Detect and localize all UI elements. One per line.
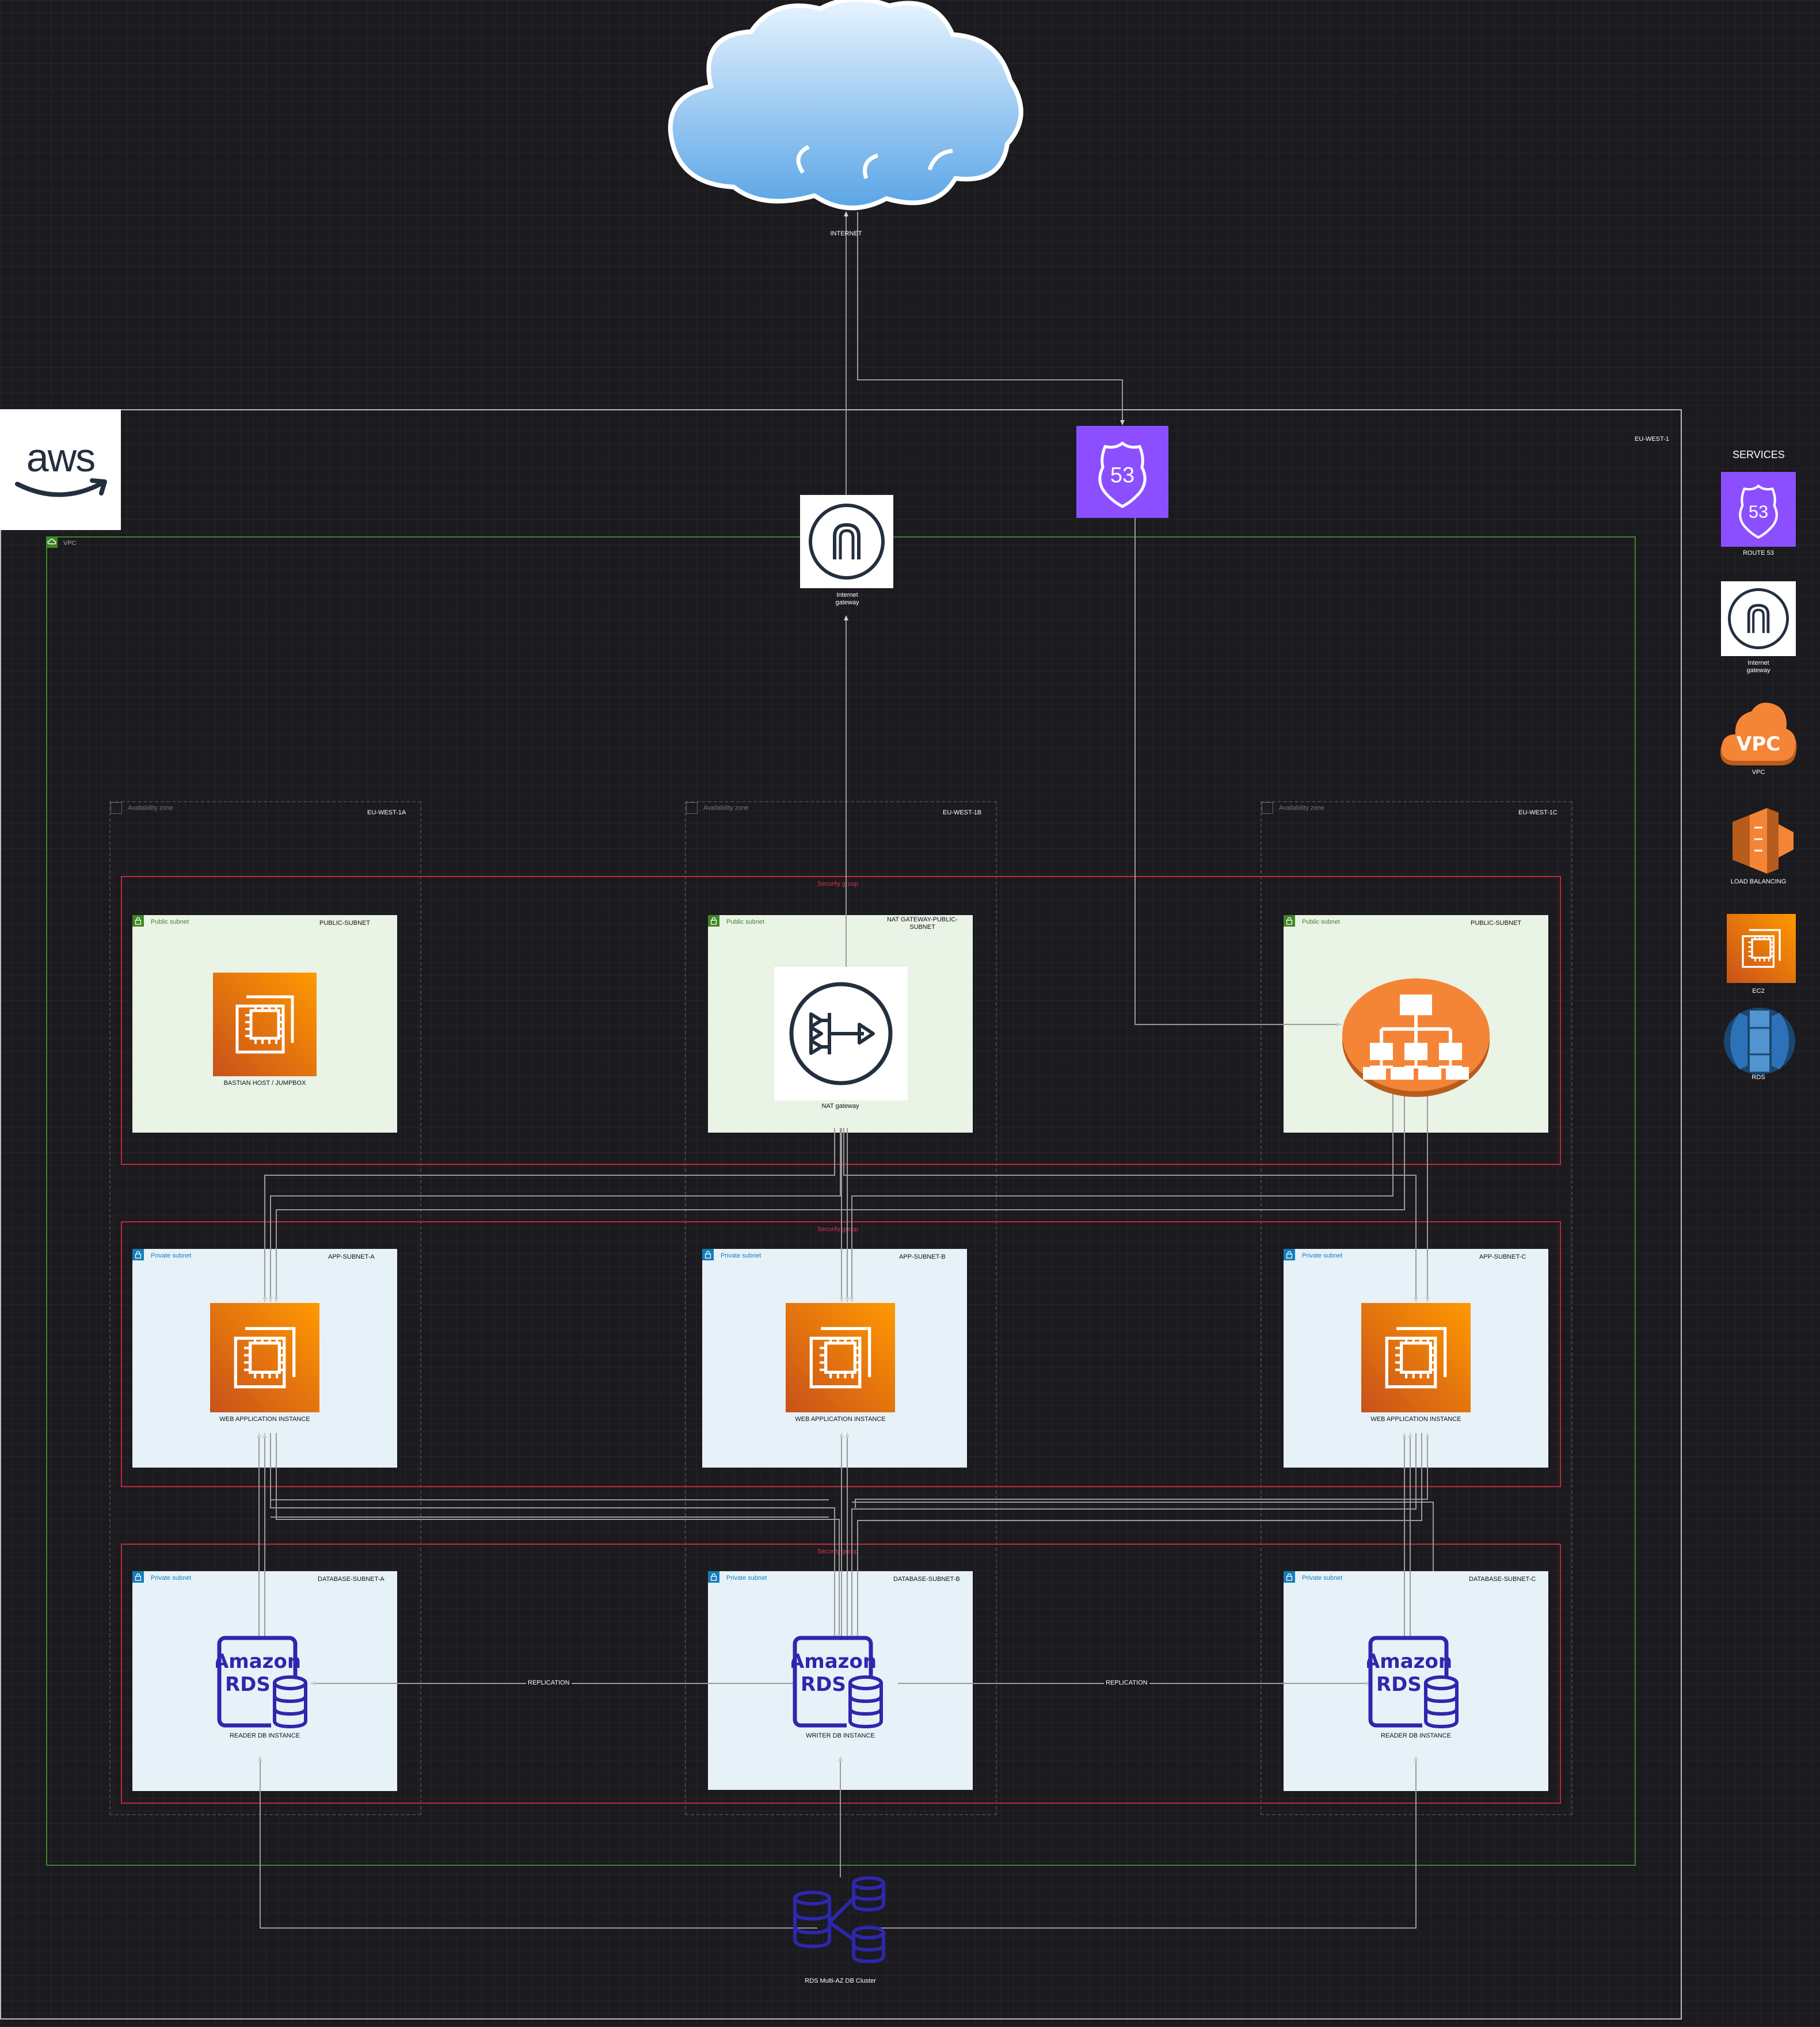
az-tag-icon [686,802,698,814]
svg-text:53: 53 [1110,463,1134,487]
svg-text:RDS: RDS [225,1673,271,1696]
app-instance-label: WEB APPLICATION INSTANCE [219,1416,310,1423]
app-instance-label: WEB APPLICATION INSTANCE [1370,1416,1461,1423]
az-c-type: Availability zone [1279,805,1324,811]
lock-icon [708,915,719,927]
svg-text:RDS: RDS [801,1673,846,1696]
subnet-type-label: Private subnet [151,1252,192,1259]
replication-label-left: REPLICATION [526,1679,572,1687]
subnet-type-label: Public subnet [726,919,765,925]
security-group-label: Security group [817,1548,858,1555]
svg-text:53: 53 [1749,502,1768,522]
subnet-name-label: NAT GATEWAY-PUBLIC-SUBNET [886,916,958,931]
legend-title: SERVICES [1733,449,1785,460]
subnet-type-label: Private subnet [1302,1252,1343,1259]
subnet-type-label: Private subnet [151,1575,192,1582]
region-label: EU-WEST-1 [1635,436,1669,443]
subnet-type-label: Private subnet [726,1575,767,1582]
az-tag-icon [1262,802,1273,814]
region-boundary [0,409,1682,2020]
svg-text:VPC: VPC [1737,733,1780,756]
lock-icon [132,1571,144,1583]
ec2-app-a-icon[interactable] [210,1303,319,1412]
az-a-name: EU-WEST-1A [367,809,406,816]
vpc-label: VPC [63,540,77,547]
subnet-type-label: Private subnet [1302,1575,1343,1582]
lock-icon [1284,1571,1295,1583]
svg-text:aws: aws [26,435,94,480]
subnet-type-label: Public subnet [151,919,189,925]
subnet-name-label: DATABASE-SUBNET-B [893,1576,960,1583]
svg-text:Amazon: Amazon [1367,1650,1452,1673]
legend-label: Internet gateway [1746,660,1770,674]
route53-icon[interactable]: 53 [1076,426,1168,518]
az-c-name: EU-WEST-1C [1518,809,1558,816]
lock-icon [1284,915,1295,927]
aws-logo-icon: aws [15,435,107,497]
vpc-tag-icon [46,536,58,548]
subnet-type-label: Public subnet [1302,919,1341,925]
internet-gateway-label: Internet gateway [835,592,859,606]
az-tag-icon [111,802,122,814]
internet-gateway-icon[interactable] [800,495,893,588]
subnet-type-label: Private subnet [721,1252,761,1259]
lock-icon [708,1571,719,1583]
nat-gateway-label: NAT gateway [821,1103,859,1110]
writer-db-label: WRITER DB INSTANCE [806,1732,875,1739]
internet-label: INTERNET [830,230,862,237]
az-a-type: Availability zone [128,805,173,811]
rds-reader-c-icon[interactable]: Amazon RDS [1367,1634,1465,1732]
subnet-name-label: APP-SUBNET-A [328,1253,375,1260]
subnet-name-label: PUBLIC-SUBNET [1471,920,1522,927]
rds-icon [1722,1005,1797,1077]
svg-text:RDS: RDS [1376,1673,1422,1696]
vpc-icon: VPC [1718,701,1799,770]
route53-icon: 53 [1721,472,1796,547]
internet-to-route53-line [857,212,1125,425]
rds-cluster-label: RDS Multi-AZ DB Cluster [805,1978,876,1984]
subnet-name-label: PUBLIC-SUBNET [319,920,371,927]
subnet-name-label: DATABASE-SUBNET-A [318,1576,384,1583]
legend-label: VPC [1752,769,1765,776]
az-b [685,801,997,1815]
reader-db-label: READER DB INSTANCE [1380,1732,1452,1739]
svg-text:Amazon: Amazon [216,1650,301,1673]
rds-writer-icon[interactable]: Amazon RDS [791,1634,889,1732]
nat-gateway-icon[interactable] [774,967,908,1100]
load-balancing-icon [1722,805,1795,877]
subnet-name-label: DATABASE-SUBNET-C [1469,1576,1536,1583]
lock-icon [132,915,144,927]
legend-label: RDS [1752,1074,1765,1081]
lock-icon [702,1249,714,1260]
ec2-app-b-icon[interactable] [786,1303,895,1412]
app-instance-label: WEB APPLICATION INSTANCE [795,1416,886,1423]
ec2-icon [1727,914,1796,983]
lock-icon [1284,1249,1295,1260]
svg-text:Amazon: Amazon [791,1650,877,1673]
rds-cluster-icon[interactable] [791,1875,889,1970]
ec2-app-c-icon[interactable] [1361,1303,1471,1412]
internet-gateway-icon [1721,581,1796,656]
bastion-host-label: BASTIAN HOST / JUMPBOX [223,1080,306,1087]
security-group-label: Security group [817,1226,858,1233]
lock-icon [132,1249,144,1260]
aws-logo: aws [0,409,121,530]
az-c [1261,801,1572,1815]
az-b-type: Availability zone [703,805,749,811]
legend-label: LOAD BALANCING [1730,878,1787,885]
legend-label: ROUTE 53 [1743,550,1774,557]
subnet-name-label: APP-SUBNET-C [1479,1253,1526,1260]
internet-cloud-icon [665,0,1027,227]
load-balancer-icon[interactable] [1340,971,1492,1098]
rds-reader-a-icon[interactable]: Amazon RDS [216,1634,314,1732]
ec2-bastion-icon[interactable] [213,973,317,1076]
reader-db-label: READER DB INSTANCE [229,1732,300,1739]
az-b-name: EU-WEST-1B [943,809,982,816]
replication-label-right: REPLICATION [1104,1679,1149,1687]
legend-label: EC2 [1752,988,1765,995]
security-group-label: Security group [817,881,858,887]
subnet-name-label: APP-SUBNET-B [899,1253,946,1260]
